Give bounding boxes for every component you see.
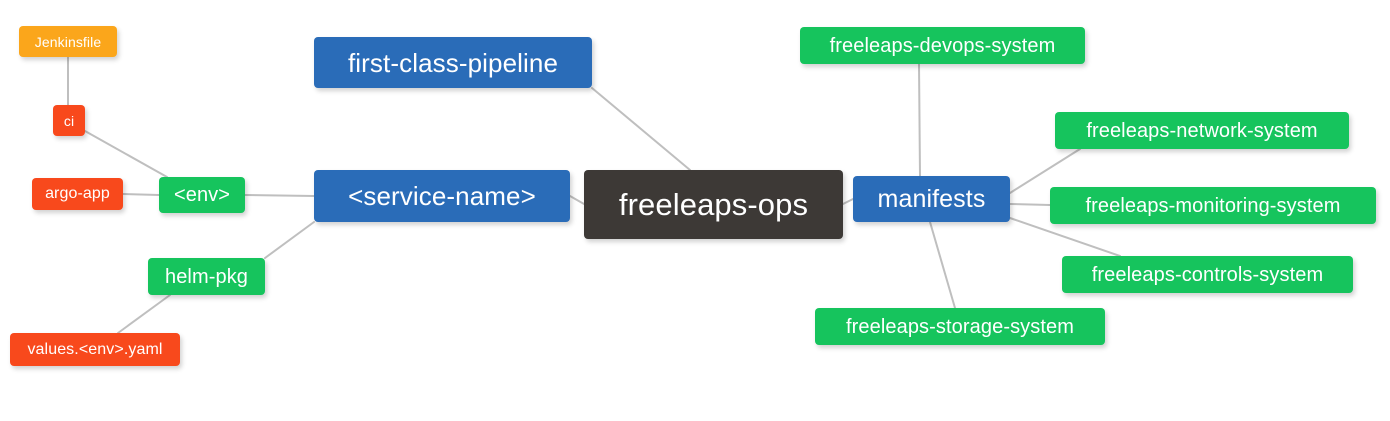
mindmap-node-first-class-pipeline[interactable]: first-class-pipeline <box>314 37 592 88</box>
mindmap-node-freeleaps-network-system[interactable]: freeleaps-network-system <box>1055 112 1349 149</box>
mindmap-node-label: freeleaps-controls-system <box>1091 263 1324 286</box>
mindmap-node-argo-app[interactable]: argo-app <box>32 178 123 210</box>
mindmap-node-label: freeleaps-monitoring-system <box>1085 194 1341 217</box>
mindmap-node-label: argo-app <box>45 185 110 202</box>
mindmap-node-label: freeleaps-ops <box>618 187 809 222</box>
mindmap-node-label: Jenkinsfile <box>34 33 102 50</box>
edge-freeleaps-ops-to-manifests <box>842 198 854 205</box>
mindmap-node-ci[interactable]: ci <box>53 105 85 136</box>
mindmap-node-freeleaps-controls-system[interactable]: freeleaps-controls-system <box>1062 256 1353 293</box>
edge-freeleaps-ops-to-first-class-pipeline <box>591 87 691 171</box>
mindmap-node-freeleaps-ops[interactable]: freeleaps-ops <box>584 170 843 239</box>
mindmap-node-freeleaps-monitoring-system[interactable]: freeleaps-monitoring-system <box>1050 187 1376 224</box>
mindmap-node-env[interactable]: <env> <box>159 177 245 213</box>
edge-freeleaps-ops-to-service-name <box>569 195 585 205</box>
mindmap-node-label: freeleaps-network-system <box>1086 119 1318 142</box>
edge-env-to-argo-app <box>122 193 160 196</box>
mindmap-node-jenkinsfile[interactable]: Jenkinsfile <box>19 26 117 57</box>
mindmap-node-label: manifests <box>877 184 986 213</box>
mindmap-node-manifests[interactable]: manifests <box>853 176 1010 222</box>
edge-manifests-to-freeleaps-storage-system <box>929 221 956 309</box>
edge-service-name-to-helm-pkg <box>264 221 315 259</box>
edge-manifests-to-freeleaps-devops-system <box>918 63 921 177</box>
mindmap-node-label: <env> <box>173 184 231 206</box>
mindmap-node-label: values.<env>.yaml <box>27 340 163 358</box>
mindmap-node-label: <service-name> <box>348 181 536 211</box>
mindmap-node-helm-pkg[interactable]: helm-pkg <box>148 258 265 295</box>
mindmap-node-label: freeleaps-storage-system <box>845 315 1075 338</box>
edge-manifests-to-freeleaps-monitoring-system <box>1009 203 1051 206</box>
edge-service-name-to-env <box>244 194 315 197</box>
mindmap-node-service-name[interactable]: <service-name> <box>314 170 570 222</box>
mindmap-node-label: freeleaps-devops-system <box>829 34 1056 57</box>
mindmap-node-label: ci <box>63 112 75 129</box>
edge-helm-pkg-to-values-env-yaml <box>117 294 171 334</box>
mindmap-node-label: first-class-pipeline <box>347 47 559 78</box>
mindmap-node-label: helm-pkg <box>164 265 249 288</box>
mindmap-node-freeleaps-storage-system[interactable]: freeleaps-storage-system <box>815 308 1105 345</box>
mindmap-node-freeleaps-devops-system[interactable]: freeleaps-devops-system <box>800 27 1085 64</box>
edge-env-to-ci <box>84 130 168 178</box>
mindmap-node-values-env-yaml[interactable]: values.<env>.yaml <box>10 333 180 366</box>
